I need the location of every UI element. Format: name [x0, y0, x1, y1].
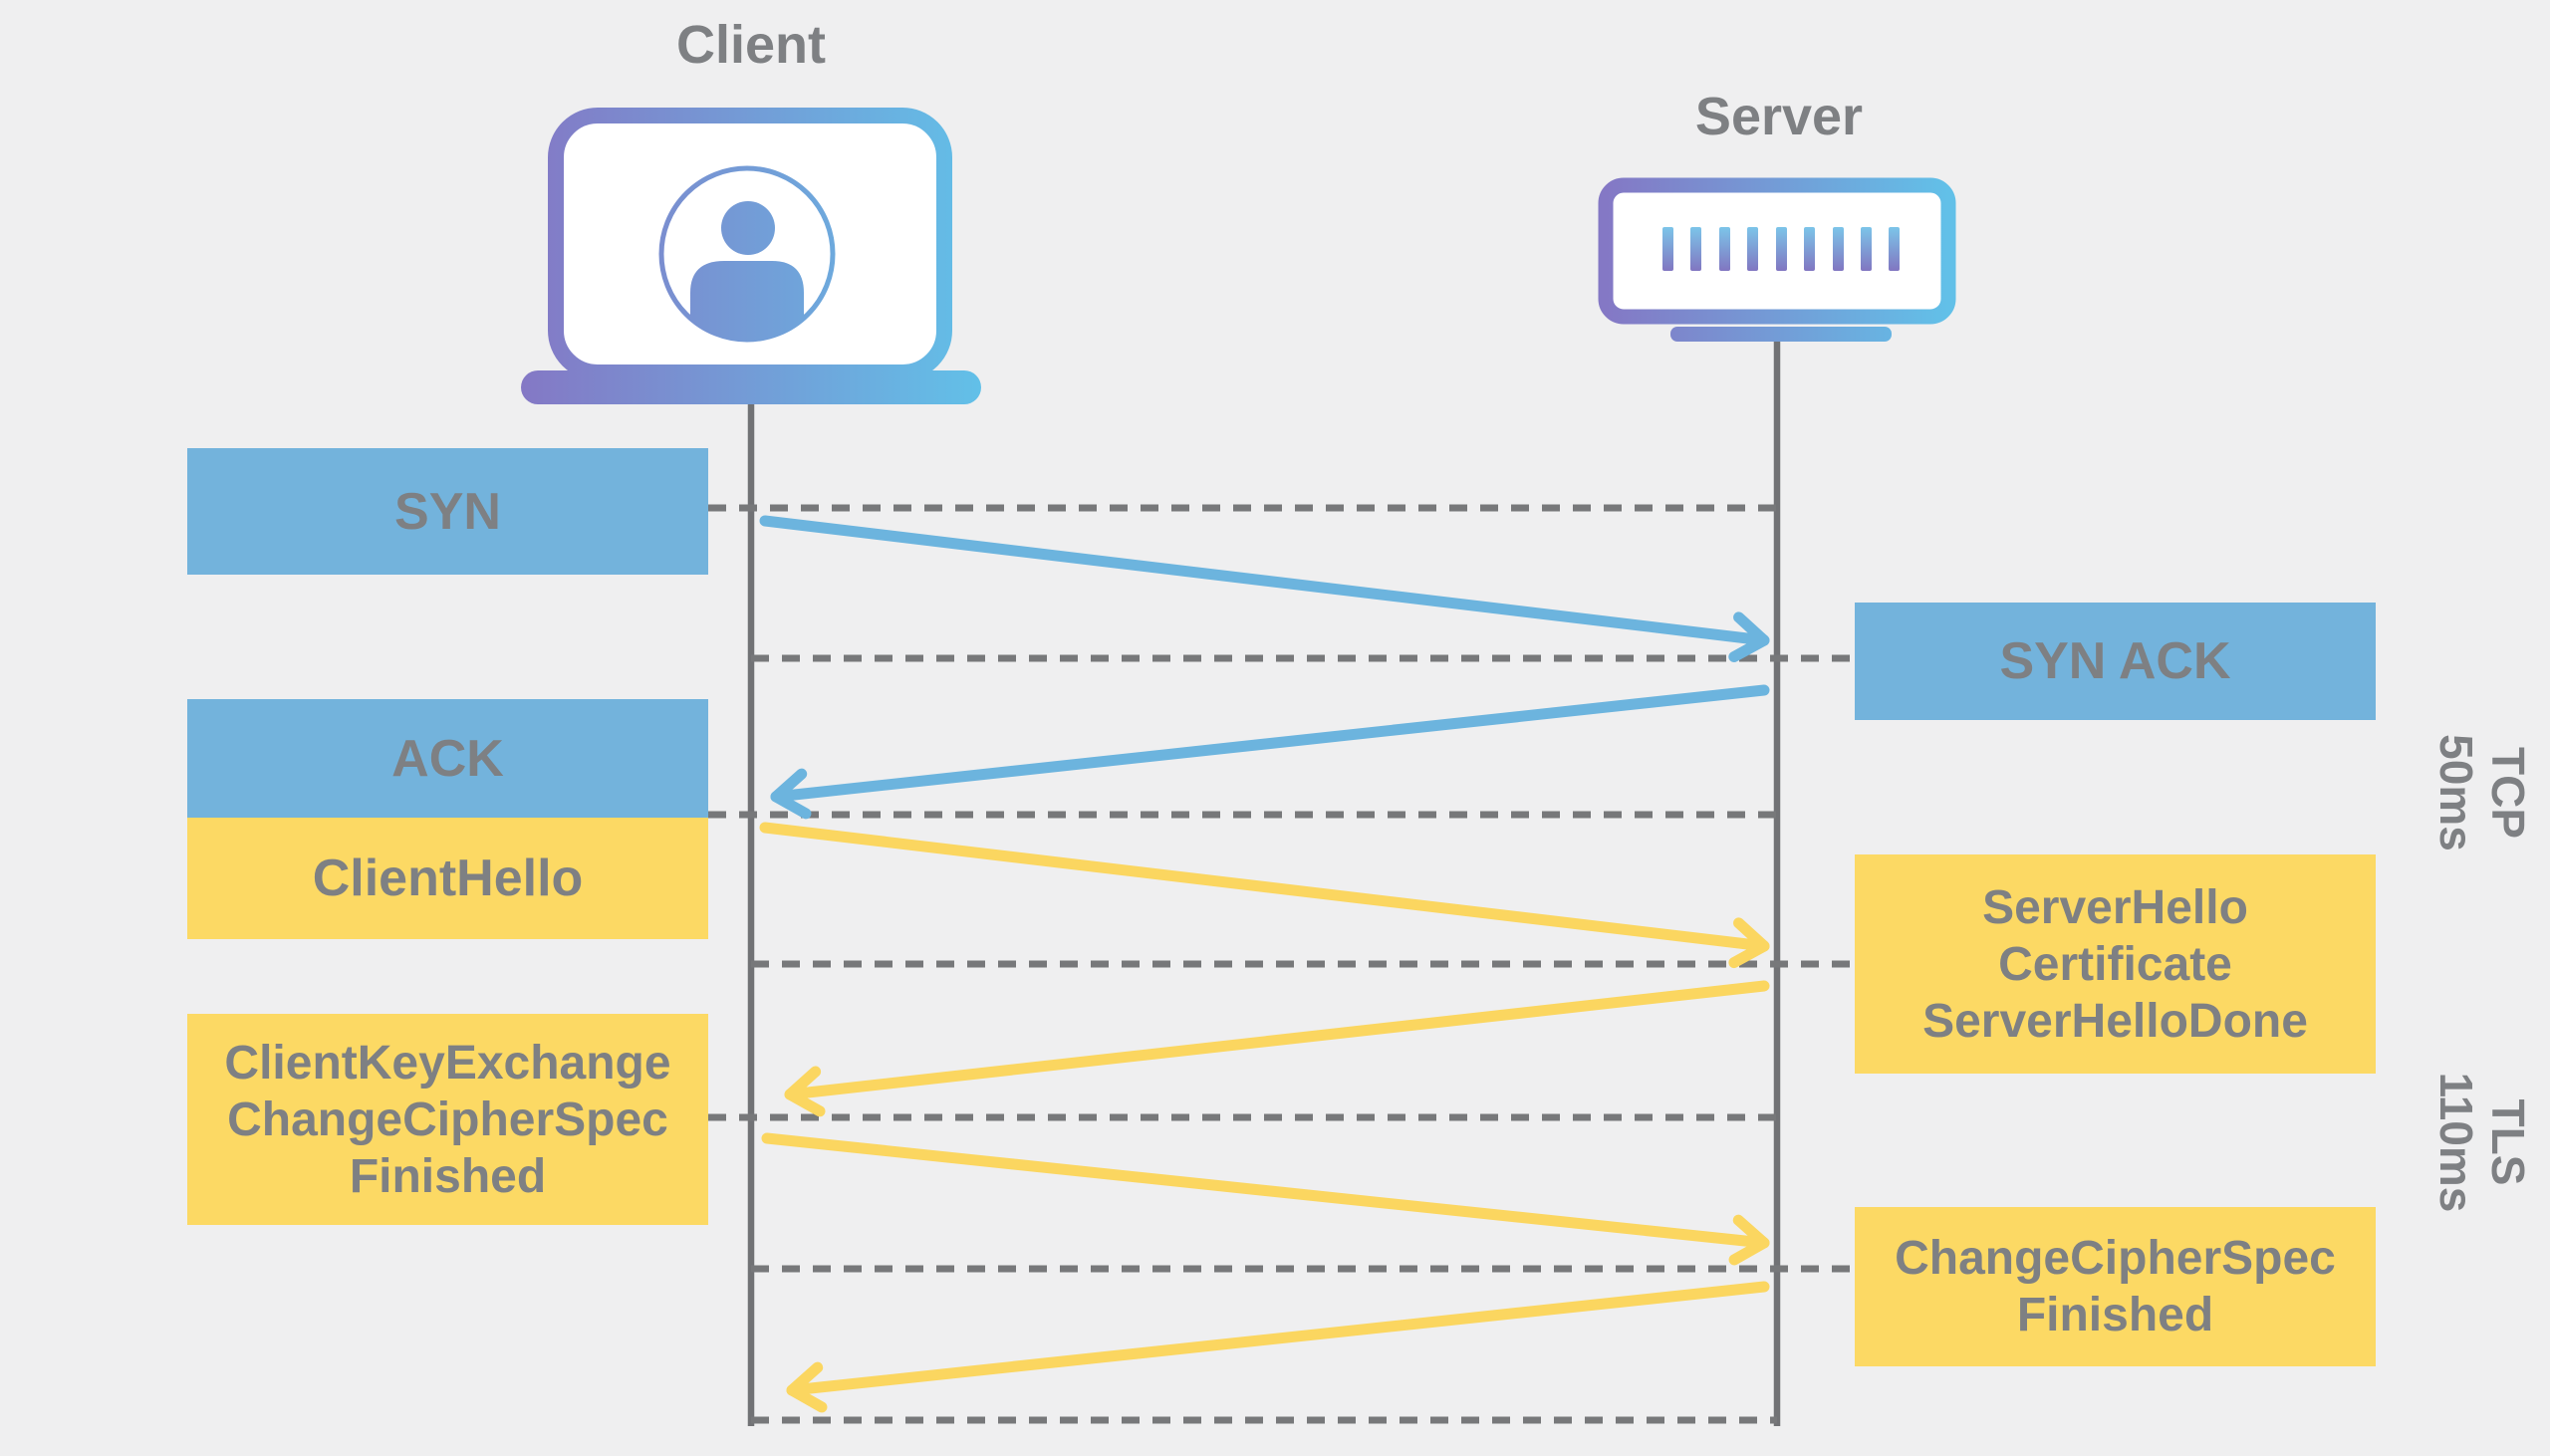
phase-protocol: TCP — [2482, 747, 2534, 839]
laptop-base — [521, 370, 981, 404]
phase-label-tls: TLS 110ms — [2430, 1073, 2534, 1213]
server-stand — [1670, 327, 1892, 342]
message-label: ChangeCipherSpec — [227, 1092, 668, 1146]
message-label: ACK — [391, 729, 504, 788]
phase-label-tcp: TCP 50ms — [2430, 734, 2534, 851]
message-box-syn: SYN — [187, 448, 708, 575]
message-label: SYN ACK — [1999, 632, 2231, 690]
message-label: ChangeCipherSpec — [1895, 1232, 2336, 1285]
message-box-change-cipher-finished: ChangeCipherSpec Finished — [1855, 1207, 2376, 1366]
arrow-client-key-exchange — [761, 1132, 1770, 1266]
arrow-change-cipher-finished — [786, 1281, 1770, 1413]
arrow-server-hello — [784, 980, 1770, 1117]
client-title: Client — [675, 15, 827, 75]
phase-duration: 50ms — [2430, 734, 2482, 851]
laptop-user-icon — [521, 108, 981, 404]
message-label: Finished — [2016, 1289, 2214, 1341]
message-label: Finished — [349, 1149, 547, 1203]
message-box-client-hello: ClientHello — [187, 818, 708, 939]
message-label: ClientHello — [312, 849, 584, 907]
avatar-head — [721, 201, 775, 255]
message-label: Certificate — [1998, 937, 2232, 991]
message-label: ServerHello — [1982, 880, 2248, 934]
message-box-ack: ACK — [187, 699, 708, 818]
server-slots — [1662, 227, 1900, 271]
arrow-client-hello — [759, 822, 1770, 969]
message-box-server-hello: ServerHello Certificate ServerHelloDone — [1855, 854, 2376, 1074]
arrow-syn — [759, 515, 1770, 663]
message-label: ClientKeyExchange — [224, 1036, 671, 1090]
message-box-client-key-exchange: ClientKeyExchange ChangeCipherSpec Finis… — [187, 1014, 708, 1225]
message-box-syn-ack: SYN ACK — [1855, 603, 2376, 720]
avatar-body — [690, 261, 804, 340]
message-label: ServerHelloDone — [1922, 994, 2308, 1048]
message-label: SYN — [394, 482, 501, 541]
phase-protocol: TLS — [2482, 1098, 2534, 1186]
phase-duration: 110ms — [2430, 1072, 2482, 1213]
server-rack-icon — [1598, 177, 1956, 342]
arrow-syn-ack — [770, 684, 1770, 820]
server-title: Server — [1694, 87, 1864, 146]
